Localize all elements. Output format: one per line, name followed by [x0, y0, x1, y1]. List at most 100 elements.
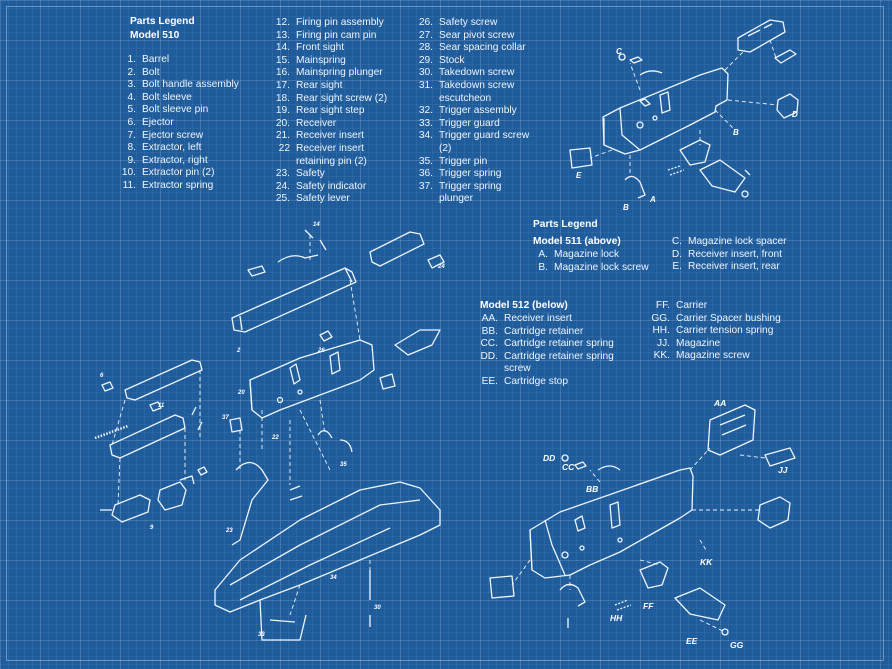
legend-item-number: BB. [481, 325, 498, 337]
legend-item-label: Cartridge retainer [504, 325, 584, 337]
callout-cc: CC [562, 462, 575, 472]
legend-item: FF.Carrier [648, 300, 788, 313]
legend-item-number: 26. [418, 17, 433, 28]
legend-item: EE.Cartridge stop [476, 376, 626, 389]
callout-35: 35 [340, 462, 347, 468]
legend-item-number: E. [672, 261, 682, 273]
legend-item-number: 32. [418, 105, 433, 117]
legend-item-number: 11. [122, 179, 136, 191]
legend-item: 6.Ejector [114, 117, 264, 130]
legend-item-number: 16. [275, 67, 290, 79]
legend-item-number: AA. [481, 313, 498, 324]
legend-item: 35.Trigger pin [413, 156, 538, 169]
legend-item-number: 31. [418, 79, 433, 91]
legend-item: B.Magazine lock screw [530, 262, 660, 275]
legend-item-label: Bolt sleeve pin [142, 104, 209, 116]
callout-dd: DD [543, 453, 556, 463]
legend-item: HH.Carrier tension spring [648, 325, 788, 338]
legend-item: 34.Trigger guard screw (2) [413, 130, 538, 155]
callout-9: 9 [150, 525, 154, 531]
legend-item-label: Firing pin assembly [296, 17, 384, 28]
legend-item-number: 5. [127, 104, 137, 116]
legend-item: 12. Firing pin assembly [270, 17, 395, 30]
legend-item: 21.Receiver insert [270, 130, 395, 143]
legend-item: AA. Receiver insert [476, 313, 626, 326]
legend-item-label: Cartridge retainer spring screw [504, 350, 614, 375]
legend-item-number: C. [671, 236, 682, 247]
callout-bb: BB [586, 484, 599, 494]
legend-item-label: Bolt sleeve [142, 91, 192, 103]
legend-item: 18. Rear sight screw (2) [270, 93, 395, 106]
legend-item-number: 27. [418, 29, 433, 41]
legend-item: BB. Cartridge retainer [476, 326, 626, 339]
legend-item: 1.Barrel [114, 54, 264, 67]
legend-item-number: 36. [418, 168, 433, 180]
callout-c: C [616, 47, 622, 56]
legend-item-number: 9. [127, 154, 137, 166]
legend-item-label: Sear pivot screw [439, 29, 515, 41]
legend-item-number: 37. [418, 180, 433, 192]
legend-item-label: Cartridge retainer spring [504, 338, 614, 350]
legend-item-number: 34. [418, 130, 433, 142]
legend-item: 27. Sear pivot screw [413, 30, 538, 43]
legend-item-number: 13. [275, 29, 290, 41]
legend-511-model: Model 511 (above) [533, 236, 621, 247]
legend-item-label: Rear sight screw (2) [296, 92, 388, 104]
legend-item: 29.Stock [413, 55, 538, 68]
callout-b-lower: B [623, 203, 629, 212]
legend-item-number: CC. [480, 338, 498, 350]
legend-item-label: Barrel [142, 54, 170, 65]
model-512-assembly [489, 404, 796, 636]
legend-item: 23.Safety [270, 168, 395, 181]
legend-item: 5. Bolt sleeve pin [114, 104, 264, 117]
callout-24: 24 [438, 264, 445, 270]
legend-item: 37.Trigger spring plunger [413, 181, 538, 206]
legend-item: 33.Trigger guard [413, 118, 538, 131]
legend-item-label: Safety lever [296, 193, 350, 205]
legend-item-label: Takedown screw [439, 67, 515, 79]
legend-item-number: 14. [275, 42, 290, 54]
legend-item-label: Ejector [142, 116, 174, 128]
legend-item-label: Rear sight [296, 79, 343, 91]
legend-item-label: Magazine lock screw [554, 261, 649, 273]
legend-item: 10.Extractor pin (2) [114, 167, 264, 180]
legend-item: 7.Ejector screw [114, 130, 264, 143]
legend-item-label: Stock [439, 54, 465, 66]
legend-item: 30.Takedown screw [413, 67, 538, 80]
callout-34: 34 [330, 575, 337, 581]
legend-item-number: 18. [275, 92, 290, 104]
legend-item-number: 15. [275, 54, 290, 66]
callout-20: 20 [238, 390, 245, 396]
legend-item-number: EE. [481, 375, 498, 387]
legend-item-number: 33. [418, 117, 433, 129]
legend-item: 11.Extractor spring [114, 180, 264, 193]
legend-item-label: Carrier tension spring [676, 325, 774, 337]
legend-item: 32.Trigger assembly [413, 105, 538, 118]
legend-item-label: Receiver insert, front [688, 248, 782, 260]
legend-item-label: Rear sight step [296, 105, 365, 117]
legend-item: 24.Safety indicator [270, 181, 395, 194]
legend-item: C.Magazine lock spacer [664, 236, 794, 249]
legend-item-number: 28. [418, 42, 433, 54]
legend-510-model: Model 510 [130, 30, 180, 41]
legend-item-number: FF. [655, 300, 670, 311]
callout-26: 26 [318, 348, 325, 354]
legend-item-number: 10. [121, 167, 136, 179]
legend-510-title: Parts Legend [130, 16, 195, 27]
callout-33: 33 [258, 632, 265, 638]
legend-item-number: 7. [127, 129, 137, 141]
legend-item-label: Receiver insert [504, 313, 572, 324]
legend-item-number: D. [671, 248, 682, 260]
legend-item: 8.Extractor, left [114, 142, 264, 155]
callout-6: 6 [100, 373, 104, 379]
legend-item-label: Receiver insert, rear [688, 261, 780, 273]
legend-item-number: 12. [275, 17, 290, 28]
callout-jj: JJ [778, 465, 788, 475]
callout-e: E [576, 171, 582, 180]
legend-item-label: Bolt handle assembly [142, 79, 239, 91]
